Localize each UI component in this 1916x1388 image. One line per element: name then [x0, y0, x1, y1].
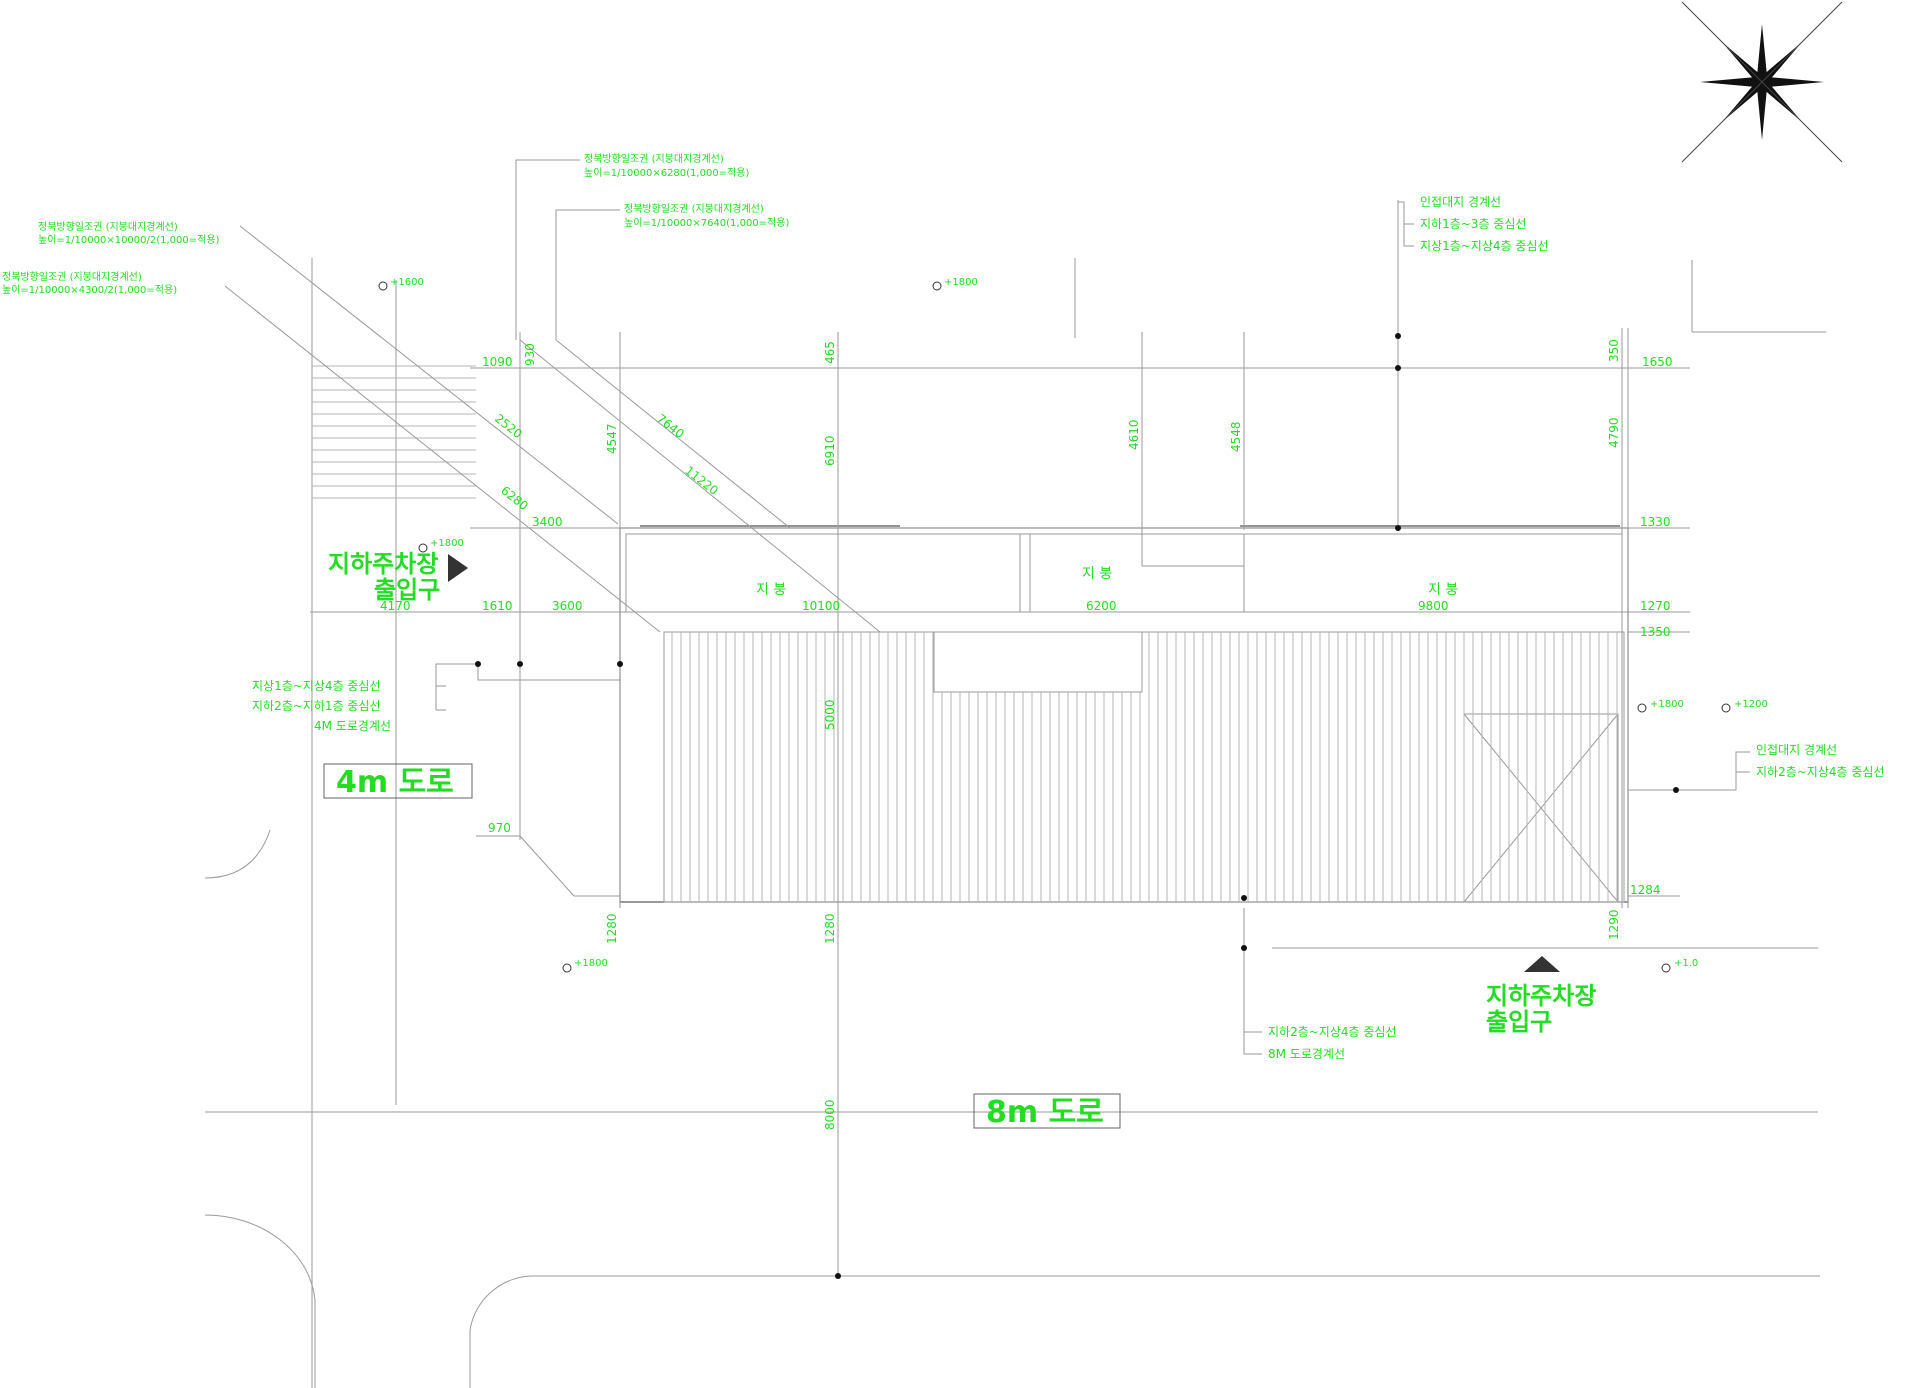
entrance-west-label-1: 지하주차장: [328, 550, 438, 578]
stair-hatch: [312, 365, 476, 499]
dim-right-1350: 1350: [1640, 625, 1671, 639]
note-top1-a: 정북방향일조권 (지붕대지경계선): [584, 152, 724, 165]
dim-top-left: 1090: [482, 355, 513, 369]
dim-top-left-v: 930: [523, 343, 537, 366]
dim-right-1270: 1270: [1640, 599, 1671, 613]
road-8m-box: [973, 1093, 1121, 1129]
note-l-2: 지하2층~지하1층 중심선: [252, 699, 381, 713]
dim-diag-7640: 7640: [654, 411, 687, 441]
dim-6910: 6910: [823, 435, 837, 466]
room-roof-c: 지 붕: [1428, 582, 1458, 598]
dim-diag-11220: 11220: [682, 463, 721, 498]
note-r-1: 인접대지 경계선: [1756, 743, 1837, 757]
dim-top-mid-v: 465: [823, 341, 837, 364]
dim-9800: 9800: [1418, 599, 1449, 613]
note-diag2-a: 정북방향일조권 (지붕대지경계선): [2, 270, 142, 283]
note-tr-1: 인접대지 경계선: [1420, 195, 1501, 209]
entrance-south-label-1: 지하주차장: [1486, 982, 1596, 1010]
road-boundary-lines: [204, 258, 1826, 1388]
road-4m-box: [323, 763, 473, 799]
note-diag2-b: 높이=1/10000×4300/2(1,000=적용): [2, 284, 177, 296]
dim-10100: 10100: [802, 599, 840, 613]
level-2: +1800: [944, 277, 978, 288]
note-diag1-b: 높이=1/10000×10000/2(1,000=적용): [38, 234, 220, 246]
entrance-south-label-2: 출입구: [1486, 1008, 1552, 1036]
dim-970: 970: [488, 821, 511, 835]
dim-1280a: 1280: [605, 913, 619, 944]
note-l-3: 4M 도로경계선: [314, 719, 391, 733]
note-r-2: 지하2층~지상4층 중심선: [1756, 765, 1885, 779]
dim-diag-6280: 6280: [498, 483, 531, 513]
note-top1-b: 높이=1/10000×6280(1,000=적용): [584, 167, 749, 179]
dim-top-right: 1650: [1642, 355, 1673, 369]
grid-dots: [475, 333, 1679, 1279]
dim-4547: 4547: [605, 423, 619, 454]
dim-1290: 1290: [1607, 909, 1621, 940]
level-7: +1.0: [1674, 958, 1698, 969]
level-marker-icons: [378, 281, 1731, 973]
entrance-west-label-2: 출입구: [374, 576, 440, 604]
level-5: +1200: [1734, 699, 1768, 710]
dim-5000: 5000: [823, 699, 837, 730]
note-diag1-a: 정북방향일조권 (지붕대지경계선): [38, 220, 178, 233]
note-b-1: 지하2층~지상4층 중심선: [1268, 1025, 1397, 1039]
grid-lines: [310, 200, 1730, 1276]
note-top2-a: 정북방향일조권 (지붕대지경계선): [624, 202, 764, 215]
road-8m-label: 8m 도로: [986, 1095, 1104, 1130]
dim-right-1330: 1330: [1640, 515, 1671, 529]
dim-4170: 4170: [380, 599, 411, 613]
room-roof-a: 지 붕: [756, 582, 786, 598]
dim-1280b: 1280: [823, 913, 837, 944]
note-top2-b: 높이=1/10000×7640(1,000=적용): [624, 217, 789, 229]
dim-8000: 8000: [823, 1099, 837, 1130]
room-roof-b: 지 붕: [1082, 566, 1112, 582]
north-arrow-icon: [1681, 1, 1843, 163]
note-b-2: 8M 도로경계선: [1268, 1047, 1345, 1061]
dim-3400: 3400: [532, 515, 563, 529]
dim-4790: 4790: [1607, 417, 1621, 448]
dim-right-1284: 1284: [1630, 883, 1661, 897]
dim-4610: 4610: [1127, 419, 1141, 450]
dim-3600: 3600: [552, 599, 583, 613]
sunlight-diagonal-lines: [224, 159, 881, 633]
road-4m-label: 4m 도로: [336, 765, 454, 800]
level-3: +1800: [430, 538, 464, 549]
note-tr-2: 지하1층~3층 중심선: [1420, 217, 1526, 231]
entrance-arrow-icon: [448, 554, 1560, 972]
dim-1610: 1610: [482, 599, 513, 613]
level-1: +1600: [390, 277, 424, 288]
dim-6200: 6200: [1086, 599, 1117, 613]
note-tr-3: 지상1층~지상4층 중심선: [1420, 239, 1549, 253]
leader-lines: [435, 201, 1750, 1055]
level-6: +1800: [574, 958, 608, 969]
dim-top-right-v: 350: [1607, 339, 1621, 362]
level-4: +1800: [1650, 699, 1684, 710]
dim-4548: 4548: [1229, 421, 1243, 452]
note-l-1: 지상1층~지상4층 중심선: [252, 679, 381, 693]
roof-stripes: [671, 632, 1618, 902]
